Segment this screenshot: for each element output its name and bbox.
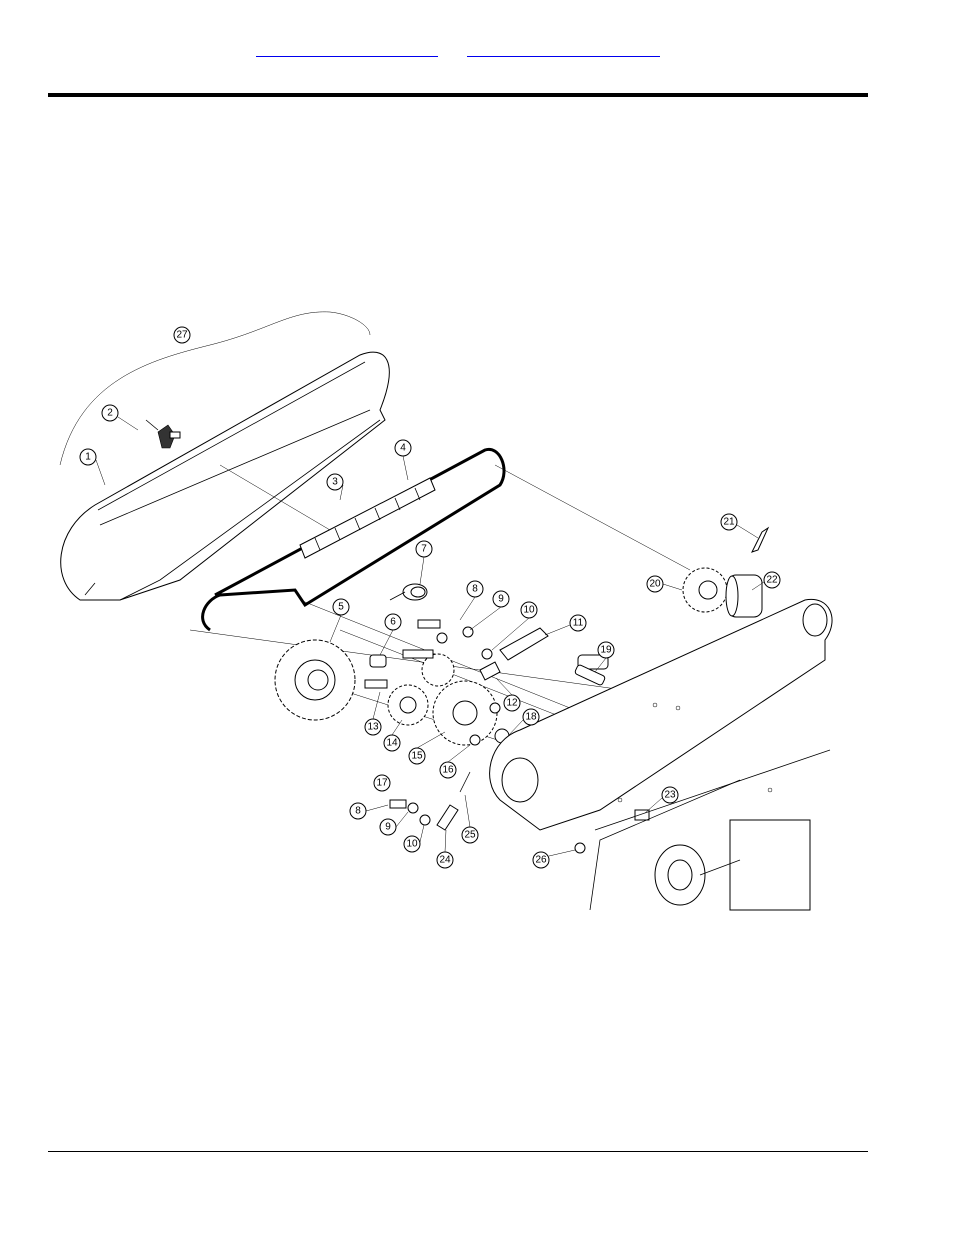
- callout-15: 15: [408, 747, 426, 765]
- callout-label: 4: [400, 443, 406, 454]
- callout-25: 25: [461, 826, 479, 844]
- callout-5: 5: [332, 598, 350, 616]
- callout-1: 1: [79, 448, 97, 466]
- roller-chain: [299, 477, 436, 559]
- callout-13: 13: [364, 718, 382, 736]
- callout-label: 23: [664, 790, 676, 801]
- callout-label: 25: [464, 830, 476, 841]
- callout-label: 3: [332, 477, 338, 488]
- chain-guard: [60, 351, 390, 601]
- key: [751, 526, 770, 553]
- callout-7: 7: [415, 540, 433, 558]
- bushing: [725, 574, 763, 618]
- callout-18: 18: [522, 708, 540, 726]
- callout-21: 21: [720, 513, 738, 531]
- callout-label: 17: [376, 778, 388, 789]
- callout-label: 26: [535, 855, 547, 866]
- callout-label: 6: [390, 617, 396, 628]
- callout-14: 14: [383, 734, 401, 752]
- callout-26: 26: [532, 851, 550, 869]
- callout-11: 11: [569, 614, 587, 632]
- callout-22: 22: [763, 571, 781, 589]
- callout-label: 7: [421, 544, 427, 555]
- callout-label: 8: [355, 806, 361, 817]
- callout-label: 19: [600, 645, 612, 656]
- callout-label: 1: [85, 452, 91, 463]
- header-rule: [48, 93, 868, 97]
- callout-label: 21: [723, 517, 735, 528]
- callout-2: 2: [101, 404, 119, 422]
- callout-label: 10: [523, 605, 535, 616]
- callout-4: 4: [394, 439, 412, 457]
- callout-6: 6: [384, 613, 402, 631]
- shield-outline-curve: [59, 311, 371, 466]
- callout-label: 9: [498, 594, 504, 605]
- callout-27: 27: [173, 326, 191, 344]
- callout-17: 17: [373, 774, 391, 792]
- frame: [489, 598, 833, 911]
- callout-label: 2: [107, 408, 113, 419]
- callout-label: 9: [385, 822, 391, 833]
- callout-label: 13: [367, 722, 379, 733]
- pin: [574, 664, 606, 686]
- callout-10b: 10: [403, 835, 421, 853]
- callout-8: 8: [466, 580, 484, 598]
- callout-label: 15: [411, 751, 423, 762]
- footer-rule: [48, 1151, 868, 1152]
- callout-label: 27: [176, 330, 188, 341]
- leader-lines: [95, 416, 765, 857]
- sprocket-small: [387, 684, 429, 726]
- callout-19: 19: [597, 641, 615, 659]
- hardware: [364, 619, 650, 854]
- callout-label: 16: [442, 765, 454, 776]
- callout-12: 12: [503, 694, 521, 712]
- knob: [145, 419, 181, 449]
- callout-8b: 8: [349, 802, 367, 820]
- callout-label: 20: [649, 579, 661, 590]
- callout-9b: 9: [379, 818, 397, 836]
- callout-label: 24: [439, 855, 451, 866]
- chain-path: [201, 447, 506, 632]
- header-link-2[interactable]: [467, 40, 660, 57]
- callout-16: 16: [439, 761, 457, 779]
- callout-label: 14: [386, 738, 398, 749]
- callout-label: 11: [573, 618, 584, 629]
- callout-label: 22: [766, 575, 778, 586]
- header-link-1[interactable]: [256, 40, 438, 57]
- callout-24: 24: [436, 851, 454, 869]
- callout-label: 18: [525, 712, 537, 723]
- callout-9: 9: [492, 590, 510, 608]
- callout-label: 8: [472, 584, 478, 595]
- sprocket-medium: [432, 680, 498, 746]
- callout-3: 3: [326, 473, 344, 491]
- callout-20: 20: [646, 575, 664, 593]
- exploded-parts-diagram: 27 2 1 3 4 7 8 9 10 11 5 6 19 12 13 18 1…: [59, 311, 833, 911]
- callout-10: 10: [520, 601, 538, 619]
- callout-label: 10: [406, 839, 418, 850]
- sprocket-large: [274, 639, 356, 721]
- callout-label: 5: [338, 602, 344, 613]
- tensioner-arm: [499, 627, 549, 661]
- callout-23: 23: [661, 786, 679, 804]
- spring: [389, 583, 428, 601]
- callout-label: 12: [506, 698, 518, 709]
- drive-sprocket: [682, 567, 728, 613]
